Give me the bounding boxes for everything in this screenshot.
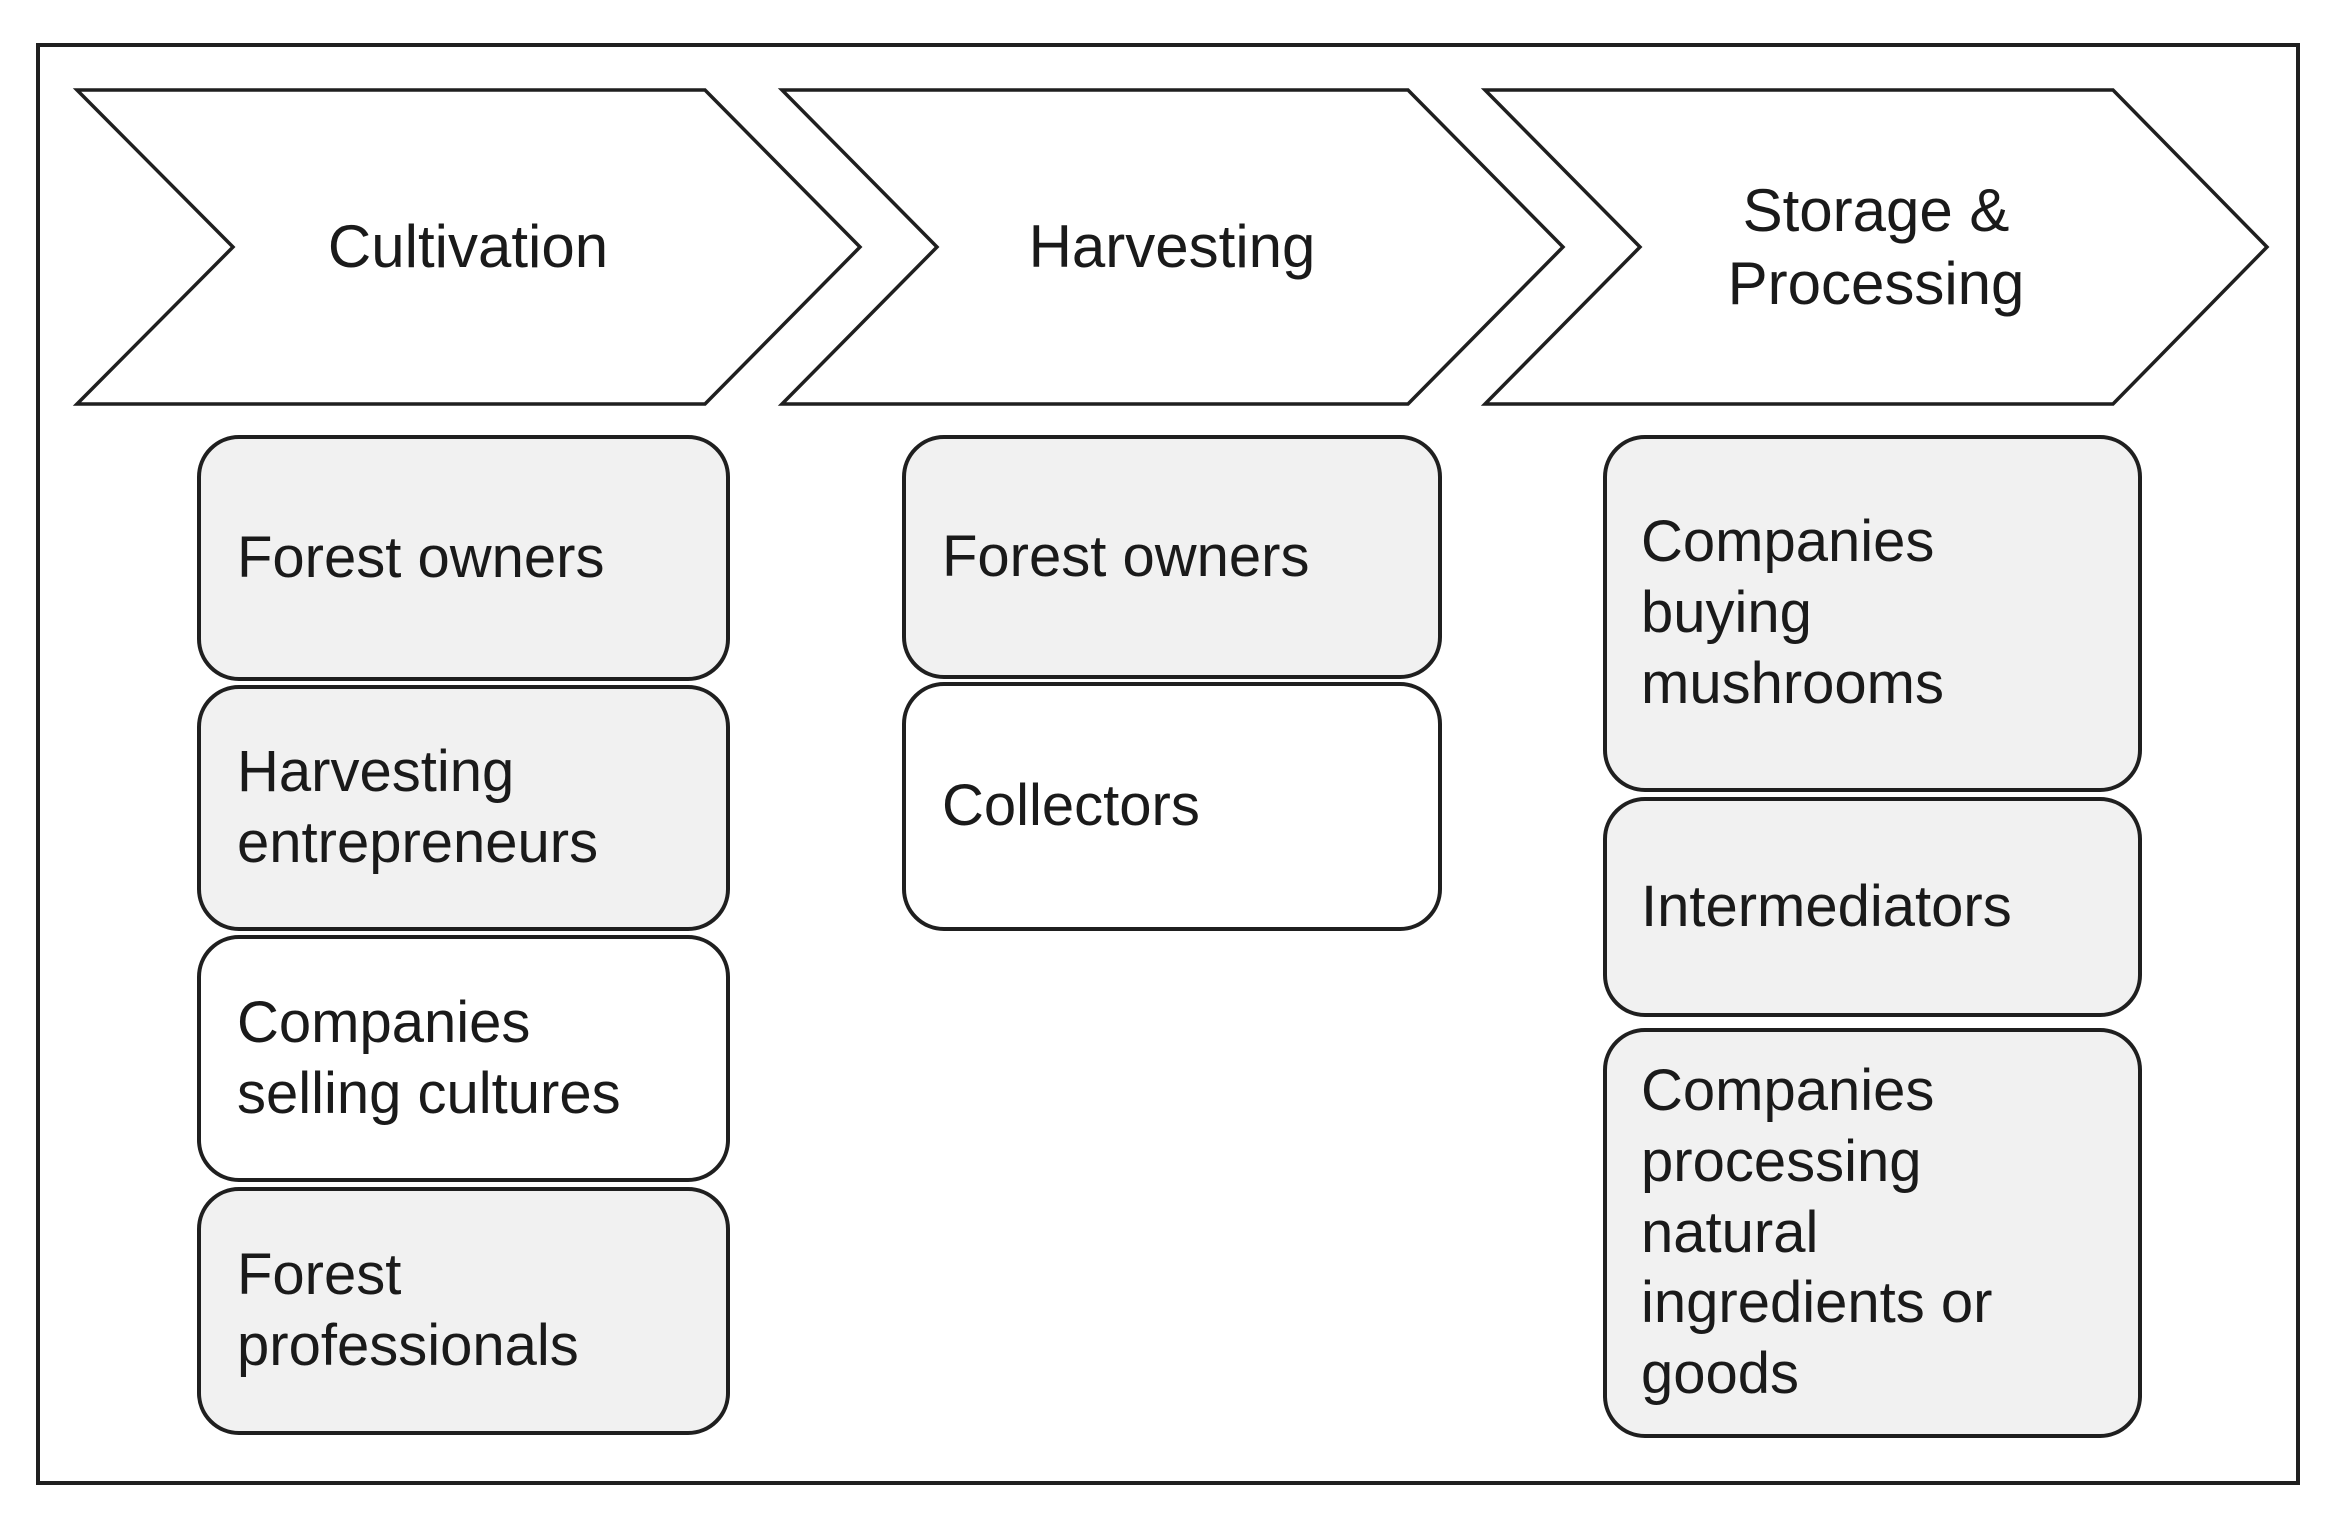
actor-label: Forest owners bbox=[237, 524, 605, 590]
chevron-harvesting bbox=[777, 88, 1566, 406]
actor-label: Collectors bbox=[942, 773, 1200, 839]
actor-label: Companies buying mushrooms bbox=[1641, 509, 1944, 716]
stage-label-harvesting: Harvesting bbox=[1028, 213, 1316, 281]
actor-label: Harvesting entrepreneurs bbox=[237, 739, 599, 875]
actor-box-forest-owners-harvesting: Forest owners bbox=[902, 435, 1442, 679]
stage-label-storage-processing: Storage & Processing bbox=[1727, 176, 2025, 317]
actor-box-companies-processing: Companies processing natural ingredients… bbox=[1603, 1028, 2142, 1438]
stage-label-cultivation: Cultivation bbox=[327, 213, 609, 281]
actor-label: Forest owners bbox=[942, 523, 1310, 589]
actor-label: Intermediators bbox=[1641, 873, 2012, 939]
actor-box-forest-professionals: Forest professionals bbox=[197, 1187, 730, 1435]
outer-border bbox=[36, 43, 2300, 1485]
actor-label: Forest professionals bbox=[237, 1242, 579, 1378]
actor-box-forest-owners-cultivation: Forest owners bbox=[197, 435, 730, 681]
actor-box-collectors: Collectors bbox=[902, 682, 1442, 931]
actor-label: Companies selling cultures bbox=[237, 989, 621, 1126]
actor-box-intermediators: Intermediators bbox=[1603, 797, 2142, 1017]
chevron-cultivation bbox=[72, 88, 863, 406]
actor-label: Companies processing natural ingredients… bbox=[1641, 1058, 1993, 1407]
chevron-storage-processing bbox=[1480, 88, 2270, 406]
actor-box-companies-selling-cultures: Companies selling cultures bbox=[197, 935, 730, 1182]
actor-box-harvesting-entrepreneurs: Harvesting entrepreneurs bbox=[197, 685, 730, 931]
actor-box-companies-buying-mushrooms: Companies buying mushrooms bbox=[1603, 435, 2142, 792]
